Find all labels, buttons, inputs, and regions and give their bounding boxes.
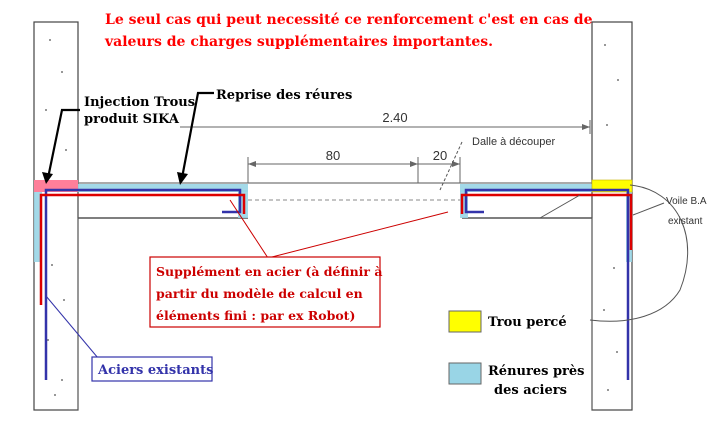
injection-arrowhead [42,172,53,184]
voile-leader [632,202,665,216]
note-line-1: Le seul cas qui peut necessité ce renfor… [105,12,593,28]
supplement-line-1: Supplément en acier (à définir à [156,264,382,279]
legend-trou-label: Trou percé [488,315,567,330]
right-wall [591,21,633,411]
supplement-line-2: partir du modèle de calcul en [156,286,363,301]
dalle-label: Dalle à découper [472,136,556,148]
groove-right-end [460,190,468,218]
aciers-label: Aciers existants [97,363,213,378]
new-steel-left [39,193,246,305]
dim-gap-label: 20 [433,148,447,163]
legend-renures-label-2: des aciers [494,383,567,398]
dim-span-label: 2.40 [382,110,407,125]
reprise-label: Reprise des réures [216,88,352,103]
concrete-texture [45,39,619,396]
reprise-arrowhead [177,172,188,185]
groove-right-top [460,184,632,192]
dim-gap [418,157,461,183]
reprise-arrow [180,91,214,179]
injection-label-2: produit SIKA [84,112,180,127]
groove-left-side [34,184,42,262]
aciers-leader [45,295,99,359]
supplement-leader-left [229,199,269,259]
diagonal-line-right [539,194,581,219]
note-line-2: valeurs de charges supplémentaires impor… [104,34,493,50]
groove-left-top [38,184,248,192]
existing-steel-left [44,188,242,380]
existing-steel-right [464,188,630,380]
injection-arrow [46,108,80,179]
supplement-line-3: éléments fini : par ex Robot) [156,308,355,323]
curved-arrow-arc [589,184,689,322]
injection-label-1: Injection Trous [84,95,195,110]
supplement-box [149,256,381,328]
dim-opening-label: 80 [326,148,340,163]
dim-opening [247,157,419,183]
voile-label-2: existant [668,216,703,227]
legend-renures-swatch [448,362,482,385]
new-steel-right [460,193,633,250]
dalle-leader [439,141,463,191]
dim-span [180,120,591,134]
legend-renures-label-1: Rénures près [488,364,584,379]
aciers-box [91,356,213,382]
legend-trou-swatch [448,310,482,333]
supplement-leader-right [267,211,449,259]
voile-label-1: Voile B.A [666,196,707,207]
